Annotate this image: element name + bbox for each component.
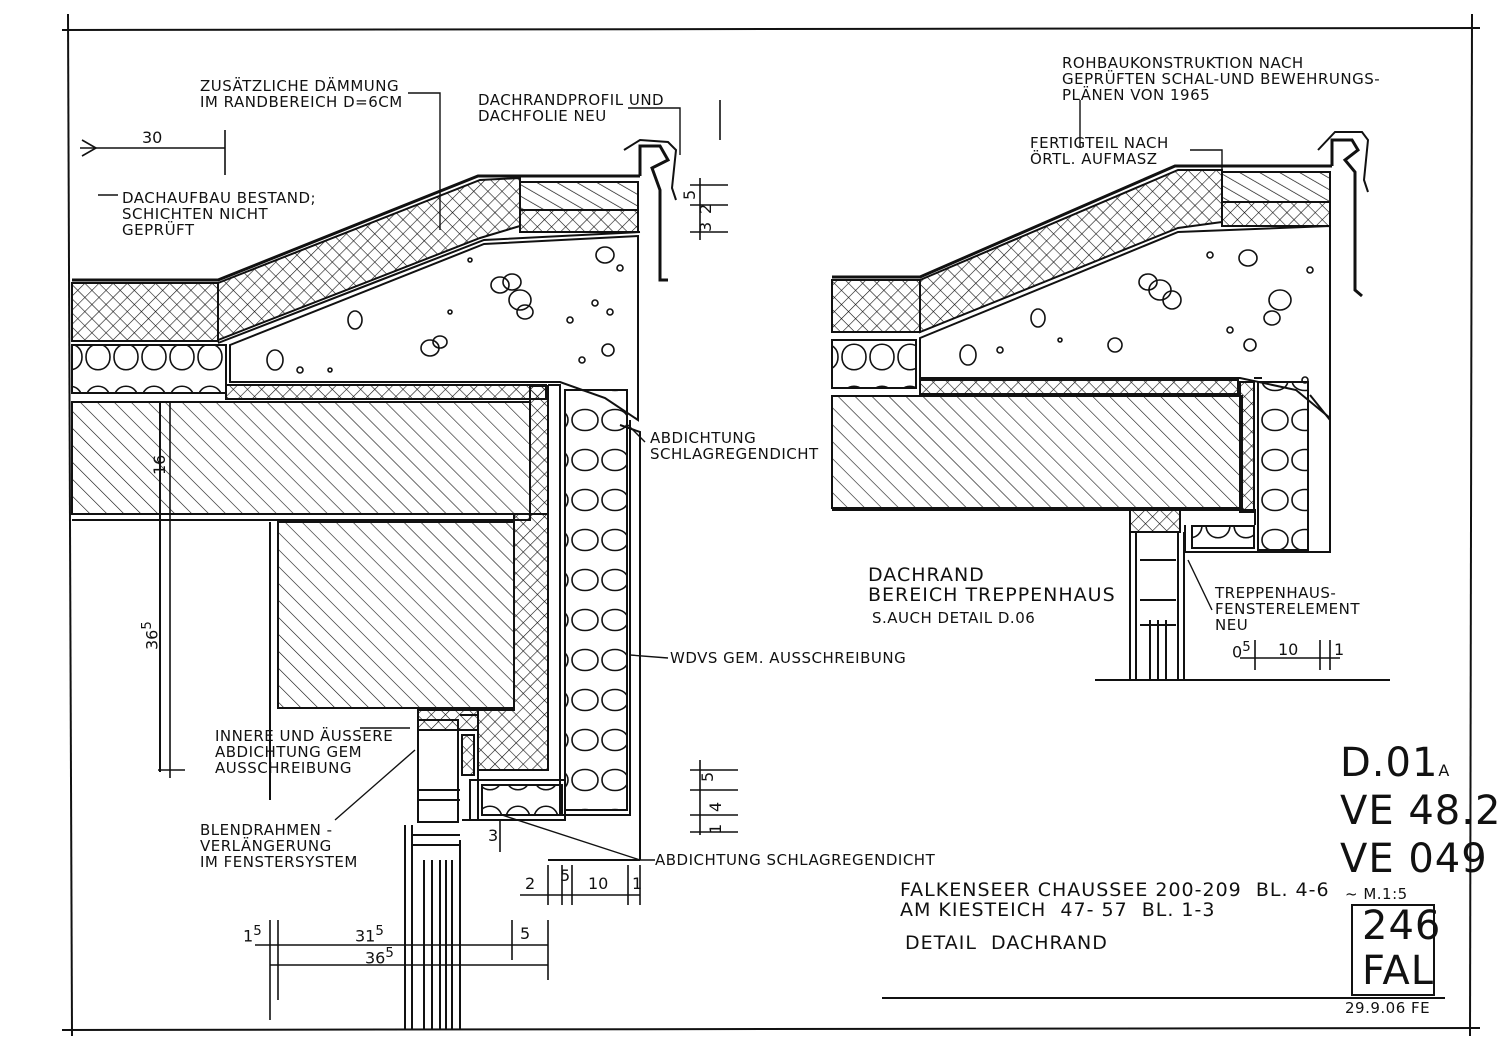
label-structure: ROHBAUKONSTRUKTION NACH GEPRÜFTEN SCHAL-… <box>1062 54 1381 104</box>
wdvs-insulation <box>564 389 628 811</box>
drawing-title: DETAIL DACHRAND <box>905 932 1108 954</box>
dim-3b: 3 <box>488 826 499 845</box>
right-detail <box>831 131 1390 681</box>
drawing-code-2: VE 48.2 <box>1340 788 1500 834</box>
dim-5d: 5 <box>520 924 531 943</box>
label-additional-insulation: ZUSÄTZLICHE DÄMMUNG IM RANDBEREICH D=6CM <box>200 77 403 111</box>
sheet-frame <box>61 13 1481 1037</box>
dim-1-5: 15 <box>243 924 262 946</box>
left-detail <box>71 138 678 1030</box>
dim-36-5b: 365 <box>365 946 394 968</box>
dim-1b: 1 <box>632 874 643 893</box>
dim-30: 30 <box>142 128 163 147</box>
project-address: FALKENSEER CHAUSSEE 200-209 BL. 4-6 AM K… <box>900 879 1330 921</box>
label-sealing-bottom: ABDICHTUNG SCHLAGREGENDICHT <box>655 851 936 869</box>
drawing-date: 29.9.06 FE <box>1345 999 1431 1017</box>
sheet-code: FAL <box>1362 948 1434 994</box>
roof-edge-profile <box>638 144 671 282</box>
dimension-lines-left <box>80 100 738 1020</box>
dim-5b: 5 <box>698 771 717 782</box>
label-see-also: S.AUCH DETAIL D.06 <box>872 609 1036 627</box>
wall-block <box>277 521 515 709</box>
dim-1a: 1 <box>706 823 725 834</box>
label-wdvs: WDVS GEM. AUSSCHREIBUNG <box>670 649 907 667</box>
dim-36-5: 365 <box>140 621 162 650</box>
dim-2b: 2 <box>525 874 536 893</box>
dim-4: 4 <box>706 801 725 812</box>
drawing-code-3: VE 049 <box>1340 836 1488 882</box>
dim-5a: 5 <box>680 189 699 200</box>
label-staircase-window: TREPPENHAUS- FENSTERELEMENT NEU <box>1215 584 1361 634</box>
mineral-wool <box>71 344 227 394</box>
dim-16: 16 <box>150 454 169 475</box>
label-detail-title-right: DACHRAND BEREICH TREPPENHAUS <box>868 564 1116 606</box>
label-inner-outer-sealing: INNERE UND ÄUSSERE ABDICHTUNG GEM AUSSCH… <box>215 727 394 777</box>
dim-5c: 5 <box>560 866 571 885</box>
label-roof-edge-profile: DACHRANDPROFIL UND DACHFOLIE NEU <box>478 91 665 125</box>
dimension-lines-right <box>1240 640 1340 670</box>
leader-lines-right <box>1079 100 1223 611</box>
dim-0-5: 05 <box>1232 640 1251 662</box>
dim-10: 10 <box>588 874 609 893</box>
wall-lintel <box>71 401 531 515</box>
sheet-number: 246 <box>1362 903 1442 949</box>
label-precast: FERTIGTEIL NACH ÖRTL. AUFMASZ <box>1030 134 1169 168</box>
window-frame <box>404 709 479 1030</box>
drawing-code-1: D.01A <box>1340 740 1451 786</box>
drawing-scale: ~ M.1:5 <box>1345 885 1408 903</box>
label-existing-roof: DACHAUFBAU BESTAND; SCHICHTEN NICHT GEPR… <box>122 189 317 239</box>
dim-10b: 10 <box>1278 640 1299 659</box>
leader-lines-left <box>98 92 681 861</box>
dim-3a: 3 <box>696 221 715 232</box>
label-frame-extension: BLENDRAHMEN - VERLÄNGERUNG IM FENSTERSYS… <box>200 821 358 871</box>
roof-insulation-existing <box>71 282 219 342</box>
dim-2: 2 <box>696 203 715 214</box>
dim-31-5: 315 <box>355 924 384 946</box>
title-block <box>882 904 1445 999</box>
dim-1c: 1 <box>1334 640 1345 659</box>
aggregate <box>266 246 624 374</box>
label-sealing-top: ABDICHTUNG SCHLAGREGENDICHT <box>650 429 819 463</box>
